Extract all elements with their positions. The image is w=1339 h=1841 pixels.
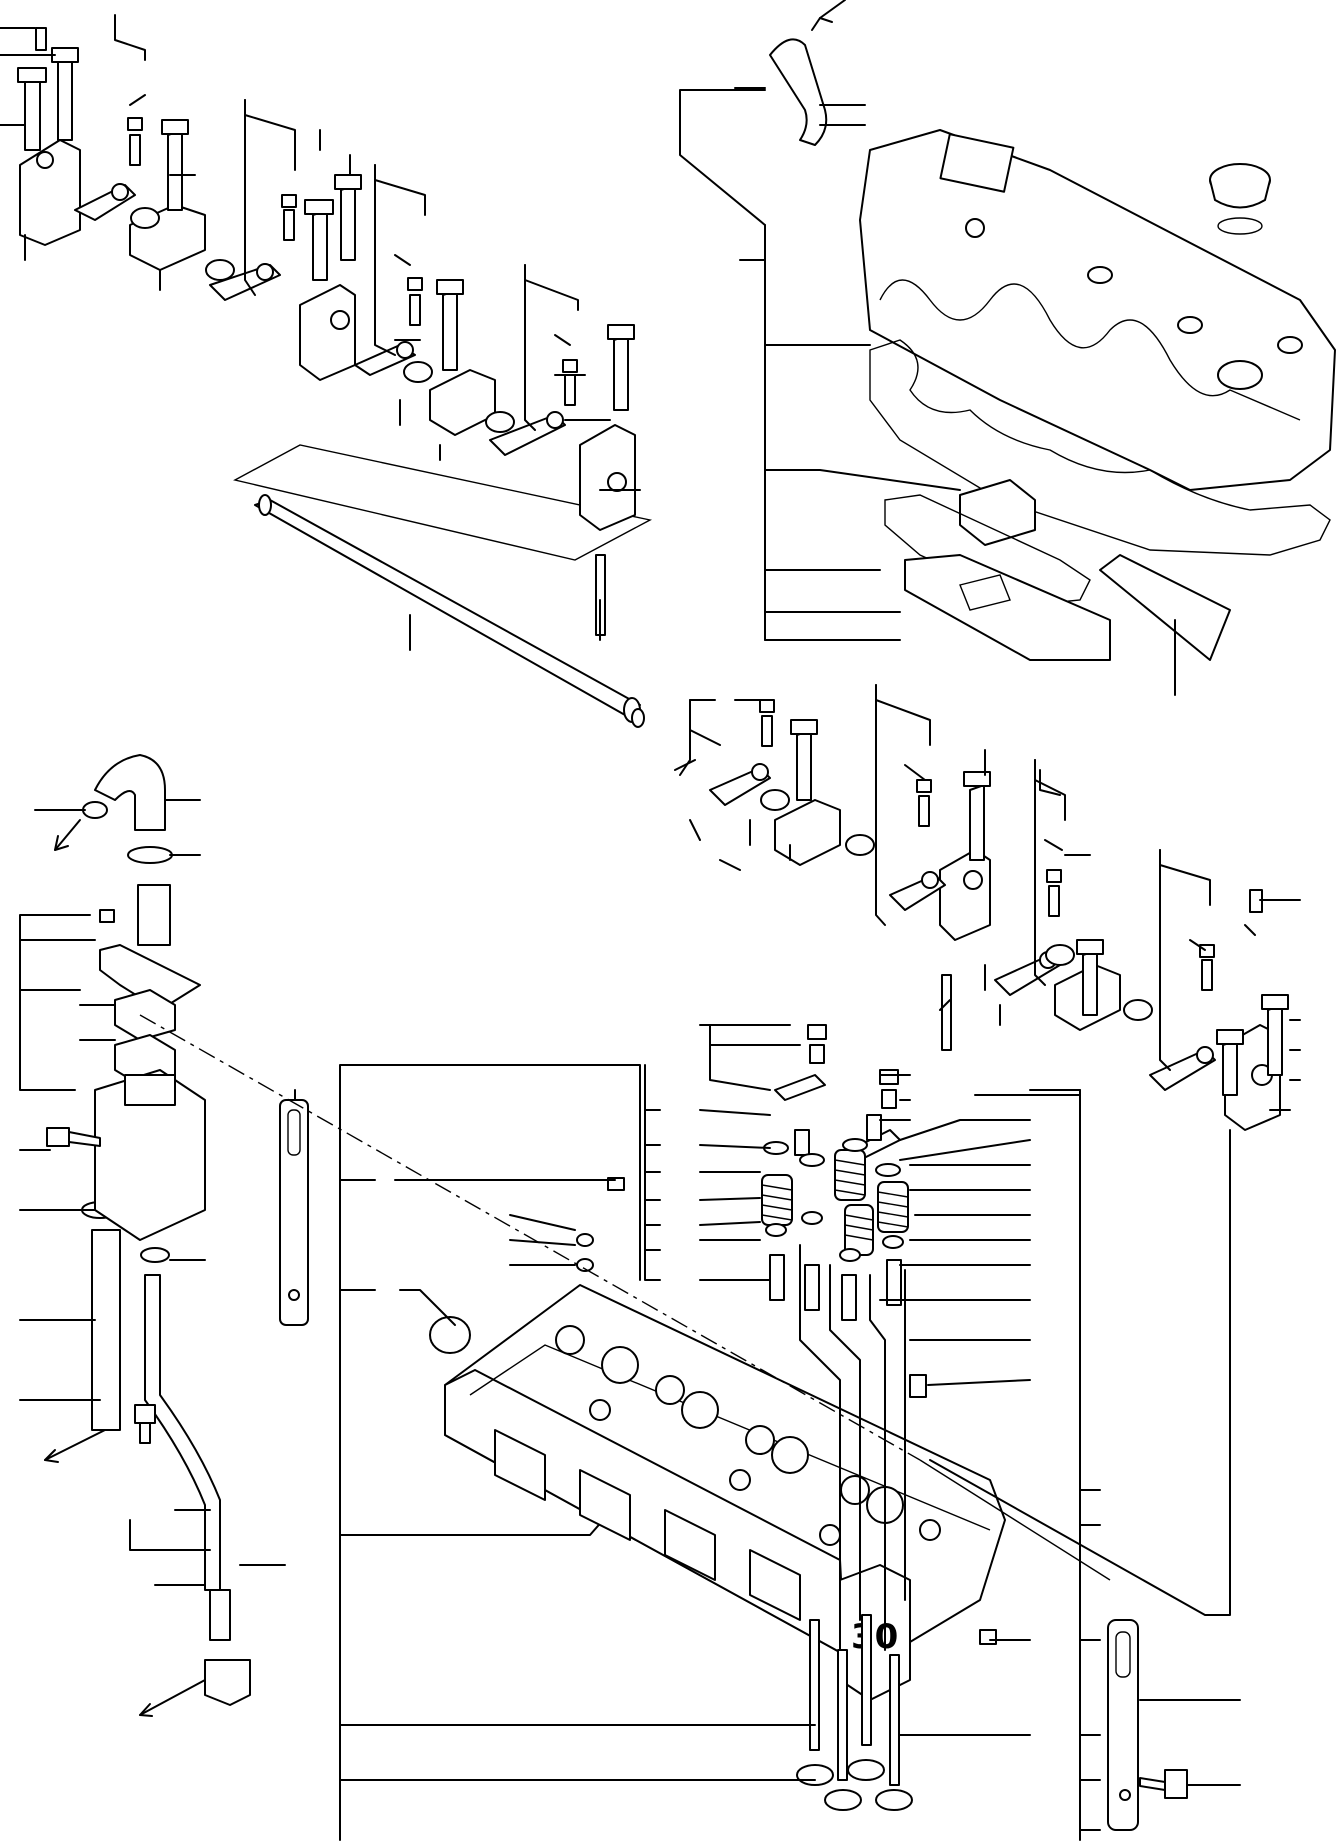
cover-gasket [869, 339, 1331, 556]
hose-elbow [82, 754, 166, 831]
cylinder-head-frame [339, 1064, 1081, 1841]
head-callout-lines [339, 1024, 1241, 1831]
baffle-plate [904, 554, 1111, 661]
cover-inner-gasket [884, 494, 1091, 606]
breather-bolts [46, 909, 156, 1444]
stamp-number: 30 [851, 1617, 898, 1657]
rocker-bolts [17, 47, 1289, 1096]
lifting-eye [1107, 1619, 1188, 1831]
rocker-shaft [254, 494, 645, 728]
center-reference-line [139, 1014, 1111, 1581]
adjusting-screws-and-nuts [35, 27, 1263, 991]
cylinder-head [444, 1284, 1006, 1661]
valve-train-parts [576, 1024, 997, 1645]
breather-element [959, 479, 1036, 546]
flow-arrows [44, 819, 206, 1717]
sealing-plug [399, 1289, 471, 1354]
rocker-arms [74, 183, 1216, 1091]
valve-springs [761, 1149, 909, 1256]
head-bracket [279, 1089, 309, 1326]
rocker-callout-lines [0, 14, 1301, 1111]
cover-callout-bracket [679, 87, 1176, 696]
valve-cover [859, 129, 1336, 491]
shaft-section-frame [233, 444, 653, 651]
spacer-washers [130, 207, 1153, 1021]
valves [796, 1614, 913, 1811]
sealant-tube [1099, 554, 1231, 661]
breather-pipes [91, 1229, 251, 1706]
breather-housing [94, 884, 206, 1241]
breather-callout-lines [19, 799, 286, 1586]
breather-hose [769, 0, 846, 146]
oil-filler-cap [1209, 163, 1271, 235]
